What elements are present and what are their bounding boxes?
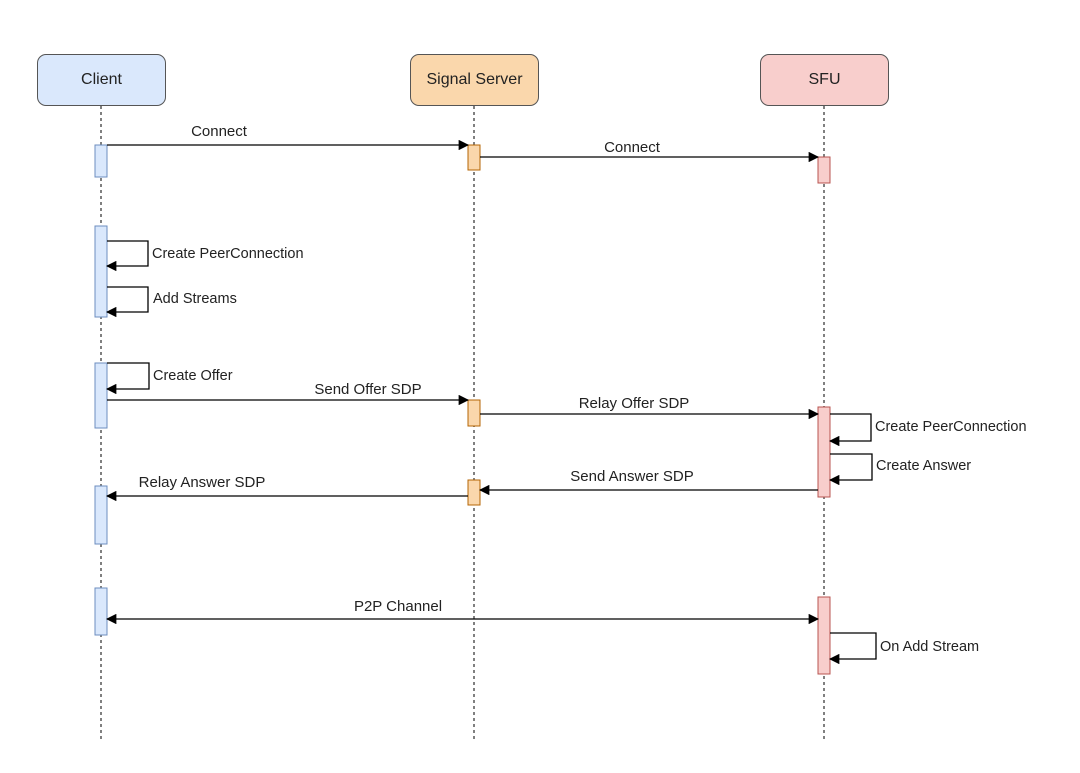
client-activation-answer bbox=[94, 485, 108, 545]
signal-activation-offer bbox=[467, 399, 481, 427]
actor-sfu: SFU bbox=[760, 54, 889, 106]
create-pc-sfu-label: Create PeerConnection bbox=[875, 419, 1027, 435]
add-streams-label: Add Streams bbox=[153, 291, 237, 307]
client-activation-offer bbox=[94, 362, 108, 429]
send-answer-label: Send Answer SDP bbox=[570, 468, 694, 485]
actor-client: Client bbox=[37, 54, 166, 106]
create-offer-label: Create Offer bbox=[153, 368, 233, 384]
relay-offer-label: Relay Offer SDP bbox=[578, 395, 690, 412]
send-offer-label: Send Offer SDP bbox=[314, 381, 422, 398]
add-streams-arrow bbox=[105, 286, 149, 318]
signal-activation-answer bbox=[467, 479, 481, 506]
sfu-activation-connect bbox=[817, 156, 831, 184]
connect-2-label: Connect bbox=[604, 139, 660, 156]
on-add-stream-label: On Add Stream bbox=[880, 639, 980, 655]
actor-sfu-label: SFU bbox=[808, 71, 841, 88]
create-answer-label: Create Answer bbox=[876, 458, 972, 474]
actor-client-label: Client bbox=[81, 71, 122, 88]
p2p-channel-label: P2P Channel bbox=[353, 598, 443, 615]
actor-signal-label: Signal Server bbox=[426, 71, 523, 88]
relay-answer-label: Relay Answer SDP bbox=[138, 474, 266, 491]
client-activation-p2p bbox=[94, 587, 108, 636]
sfu-activation-p2p bbox=[817, 596, 831, 675]
create-pc-client-label: Create PeerConnection bbox=[152, 246, 304, 262]
client-activation-setup bbox=[94, 225, 108, 318]
sfu-activation-offer bbox=[817, 406, 831, 498]
on-add-stream-arrow bbox=[828, 632, 877, 665]
client-activation-connect bbox=[94, 144, 108, 178]
create-offer-arrow bbox=[105, 362, 150, 395]
actor-signal-server: Signal Server bbox=[410, 54, 539, 106]
create-pc-sfu-arrow bbox=[828, 413, 872, 447]
connect-1-label: Connect bbox=[191, 123, 247, 140]
create-answer-arrow bbox=[828, 453, 873, 486]
signal-activation-connect bbox=[467, 144, 481, 171]
create-pc-client-arrow bbox=[105, 240, 149, 272]
